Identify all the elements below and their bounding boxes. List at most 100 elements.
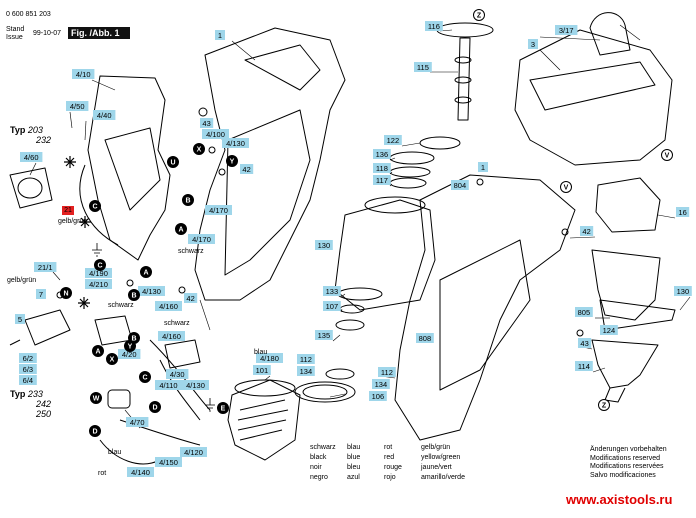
callout-118: 118 bbox=[373, 163, 391, 173]
ring-117 bbox=[389, 177, 427, 189]
svg-text:4/130: 4/130 bbox=[142, 287, 161, 296]
svg-text:43: 43 bbox=[202, 119, 210, 128]
cover-box bbox=[514, 29, 673, 166]
callout-112a: 112 bbox=[297, 354, 315, 364]
svg-text:4/160: 4/160 bbox=[159, 302, 178, 311]
callout-4170a: 4/170 bbox=[205, 205, 232, 215]
callout-64: 6/4 bbox=[19, 375, 37, 385]
svg-text:1: 1 bbox=[218, 31, 222, 40]
svg-text:43: 43 bbox=[580, 339, 588, 348]
svg-text:117: 117 bbox=[376, 176, 388, 185]
callout-130b: 130 bbox=[674, 286, 692, 296]
svg-text:805: 805 bbox=[578, 308, 591, 317]
svg-text:C: C bbox=[97, 263, 102, 270]
watermark-url[interactable]: www.axistools.ru bbox=[566, 492, 673, 507]
highlight-code-box: 21 bbox=[62, 206, 74, 215]
callout-4130b: 4/130 bbox=[138, 286, 165, 296]
callout-134b: 134 bbox=[372, 379, 390, 389]
svg-text:804: 804 bbox=[454, 181, 467, 190]
stand-label: Stand bbox=[6, 26, 25, 33]
callout-135: 135 bbox=[315, 330, 333, 340]
wire-label-schwarz-2: schwarz bbox=[108, 302, 134, 309]
svg-text:808: 808 bbox=[419, 334, 432, 343]
svg-text:4/170: 4/170 bbox=[192, 235, 211, 244]
callout-7: 7 bbox=[36, 289, 46, 299]
svg-text:4/20: 4/20 bbox=[122, 350, 137, 359]
marker-e-1: E bbox=[217, 402, 229, 414]
svg-text:Y: Y bbox=[230, 159, 235, 166]
callout-450: 4/50 bbox=[66, 101, 89, 111]
typ-label-1: Typ bbox=[10, 125, 26, 135]
svg-text:4/150: 4/150 bbox=[159, 458, 178, 467]
marker-c-1: C bbox=[89, 200, 101, 212]
marker-v-2: V bbox=[661, 149, 673, 161]
callout-4170b: 4/170 bbox=[188, 234, 215, 244]
callout-430: 4/30 bbox=[166, 369, 189, 379]
svg-text:4/180: 4/180 bbox=[260, 354, 279, 363]
svg-text:122: 122 bbox=[387, 136, 400, 145]
callout-62: 6/2 bbox=[19, 353, 37, 363]
wire-label-blau-2: blau bbox=[108, 449, 122, 456]
callout-4130a: 4/130 bbox=[222, 138, 249, 148]
svg-text:112: 112 bbox=[381, 368, 393, 377]
callout-134a: 134 bbox=[297, 366, 315, 376]
marker-v-1: V bbox=[560, 181, 572, 193]
callout-3: 3 bbox=[528, 39, 538, 49]
callout-211: 21/1 bbox=[34, 262, 57, 272]
marker-u-1: U bbox=[167, 156, 179, 168]
marker-z-1: Z bbox=[473, 9, 485, 21]
callout-420: 4/20 bbox=[118, 349, 141, 359]
svg-text:42: 42 bbox=[582, 227, 590, 236]
callout-470: 4/70 bbox=[126, 417, 149, 427]
svg-text:B: B bbox=[185, 198, 190, 205]
callout-460: 4/60 bbox=[20, 152, 43, 162]
marker-c-3: C bbox=[139, 371, 151, 383]
callout-42b: 42 bbox=[580, 226, 594, 236]
wire-label-gelb-gruen-2: gelb/grün bbox=[7, 277, 37, 284]
callout-1b: 1 bbox=[478, 162, 488, 172]
callout-16: 16 bbox=[676, 207, 690, 217]
disc-136 bbox=[389, 151, 435, 165]
star-markers bbox=[64, 156, 91, 309]
callout-63: 6/3 bbox=[19, 364, 37, 374]
svg-text:A: A bbox=[143, 270, 148, 277]
svg-text:Z: Z bbox=[477, 13, 482, 20]
svg-text:4/190: 4/190 bbox=[89, 269, 108, 278]
callout-43b: 43 bbox=[578, 338, 592, 348]
callout-43a: 43 bbox=[200, 118, 214, 128]
marker-a-2: A bbox=[140, 266, 152, 278]
callout-4140: 4/140 bbox=[127, 467, 154, 477]
modifications-note: Änderungen vorbehalten Modifications res… bbox=[590, 446, 667, 479]
svg-text:4/110: 4/110 bbox=[159, 381, 177, 390]
svg-text:16: 16 bbox=[678, 208, 686, 217]
svg-text:4/140: 4/140 bbox=[131, 468, 150, 477]
svg-text:134: 134 bbox=[300, 367, 313, 376]
callout-4100: 4/100 bbox=[202, 129, 229, 139]
document-number: 0 600 851 203 bbox=[6, 11, 51, 18]
callout-group: 1133/174/104/504/404/60434/1004/130424/1… bbox=[15, 21, 692, 477]
capacitor bbox=[107, 389, 131, 409]
ring-107 bbox=[339, 304, 365, 314]
svg-text:135: 135 bbox=[318, 331, 331, 340]
svg-text:21/1: 21/1 bbox=[38, 263, 53, 272]
typ-2-first: 233 bbox=[27, 389, 43, 399]
svg-text:Z: Z bbox=[602, 403, 607, 410]
callout-4190: 4/190 bbox=[85, 268, 112, 278]
svg-text:V: V bbox=[564, 185, 569, 192]
callout-317: 3/17 bbox=[555, 25, 578, 35]
impeller-housing bbox=[334, 199, 436, 311]
typ-1-second: 232 bbox=[36, 135, 52, 145]
svg-text:115: 115 bbox=[417, 63, 429, 72]
svg-text:4/130: 4/130 bbox=[226, 139, 245, 148]
issue-label: Issue bbox=[6, 34, 23, 41]
housing-main bbox=[194, 27, 346, 301]
callout-4160a: 4/160 bbox=[155, 301, 182, 311]
plug-housing bbox=[9, 167, 53, 209]
callout-4210: 4/210 bbox=[85, 279, 112, 289]
hopper bbox=[591, 249, 661, 321]
housing-shell-right bbox=[394, 174, 576, 441]
screws bbox=[56, 107, 584, 337]
